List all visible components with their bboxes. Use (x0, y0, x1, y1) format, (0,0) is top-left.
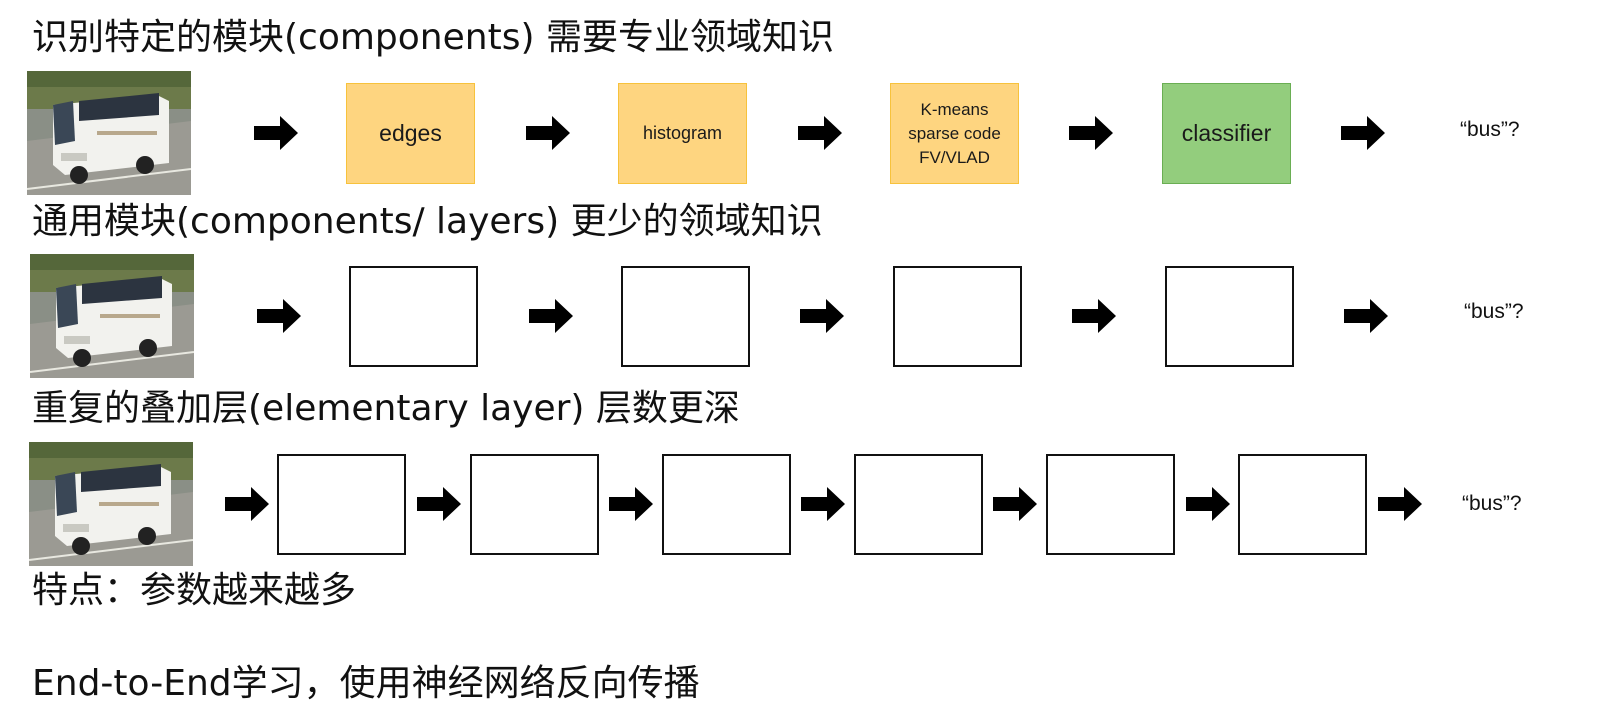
right-arrow-icon (1344, 299, 1388, 333)
edges-box: edges (346, 83, 475, 184)
right-arrow-icon (1186, 487, 1230, 521)
right-arrow-icon (1341, 116, 1385, 150)
right-arrow-icon (257, 299, 301, 333)
row-2-heading: 通用模块(components/ layers) 更少的领域知识 (32, 201, 823, 242)
right-arrow-icon (417, 487, 461, 521)
bus-photo (29, 442, 193, 566)
classifier-box: classifier (1162, 83, 1291, 184)
elementary-layer-box (277, 454, 406, 555)
feature-note: 特点：参数越来越多 (32, 570, 357, 611)
row-3-heading: 重复的叠加层(elementary layer) 层数更深 (32, 388, 740, 429)
right-arrow-icon (225, 487, 269, 521)
elementary-layer-box (662, 454, 791, 555)
elementary-layer-box (1238, 454, 1367, 555)
generic-layer-box (1165, 266, 1294, 367)
right-arrow-icon (526, 116, 570, 150)
right-arrow-icon (609, 487, 653, 521)
output-label: “bus”? (1462, 492, 1522, 515)
encoding-box: K-means sparse code FV/VLAD (890, 83, 1019, 184)
generic-layer-box (893, 266, 1022, 367)
right-arrow-icon (254, 116, 298, 150)
row-1-heading: 识别特定的模块(components) 需要专业领域知识 (32, 17, 834, 58)
elementary-layer-box (854, 454, 983, 555)
right-arrow-icon (1069, 116, 1113, 150)
right-arrow-icon (1378, 487, 1422, 521)
bus-photo (30, 254, 194, 378)
right-arrow-icon (798, 116, 842, 150)
generic-layer-box (349, 266, 478, 367)
elementary-layer-box (470, 454, 599, 555)
right-arrow-icon (1072, 299, 1116, 333)
histogram-box: histogram (618, 83, 747, 184)
elementary-layer-box (1046, 454, 1175, 555)
output-label: “bus”? (1460, 118, 1520, 141)
right-arrow-icon (529, 299, 573, 333)
output-label: “bus”? (1464, 300, 1524, 323)
bus-photo (27, 71, 191, 195)
generic-layer-box (621, 266, 750, 367)
right-arrow-icon (993, 487, 1037, 521)
end-to-end-note: End-to-End学习，使用神经网络反向传播 (32, 663, 700, 704)
edges-label: edges (379, 120, 442, 146)
histogram-label: histogram (642, 123, 723, 143)
encoding-label: K-means sparse code FV/VLAD (908, 99, 1001, 167)
classifier-label: classifier (1181, 120, 1272, 146)
right-arrow-icon (801, 487, 845, 521)
right-arrow-icon (800, 299, 844, 333)
